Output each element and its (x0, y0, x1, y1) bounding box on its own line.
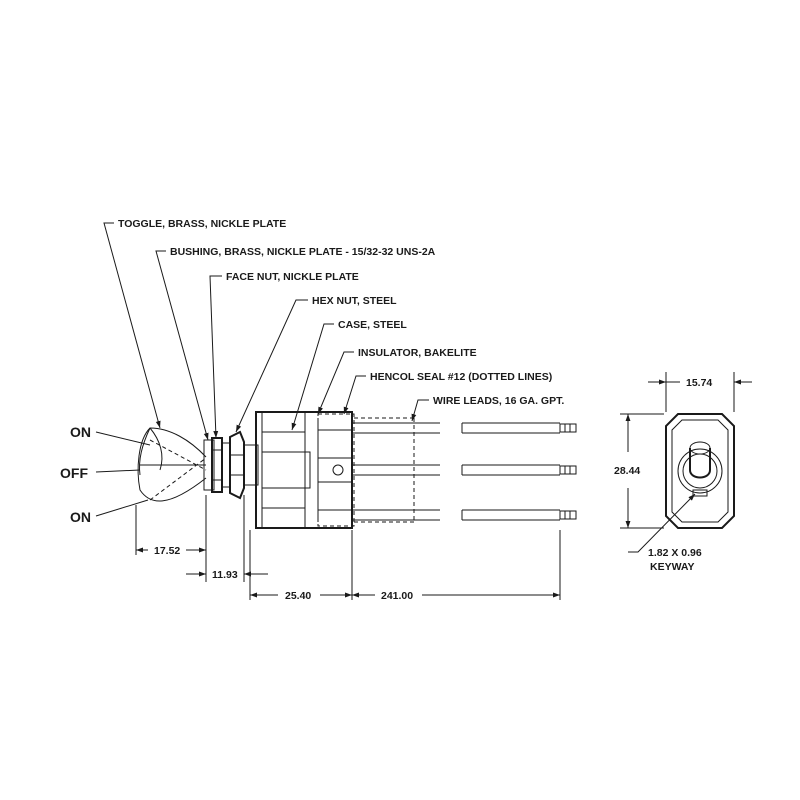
callout-hex-nut: HEX NUT, STEEL (312, 295, 397, 307)
leader-toggle (103, 222, 161, 429)
dimension-lead-length (352, 530, 561, 600)
switch-case (255, 411, 353, 529)
keyway-label: KEYWAY (650, 561, 695, 573)
dimension-bushing-length-value: 11.93 (212, 569, 238, 581)
bushing (203, 437, 223, 493)
wire-lead-middle (352, 464, 577, 476)
dimension-bushing-length (186, 495, 268, 582)
callout-case: CASE, STEEL (338, 319, 407, 331)
hencol-seal (317, 413, 415, 527)
callout-seal: HENCOL SEAL #12 (DOTTED LINES) (370, 371, 552, 383)
dimension-case-length (249, 530, 353, 600)
dimension-case-length-value: 25.40 (285, 590, 311, 602)
dimension-height-value: 28.44 (614, 465, 640, 477)
dimension-width-value: 15.74 (686, 377, 712, 389)
dimension-lead-length-value: 241.00 (381, 590, 413, 602)
dimension-toggle-length-value: 17.52 (154, 545, 180, 557)
insulator (317, 429, 353, 511)
end-view (665, 413, 735, 529)
callout-bushing: BUSHING, BRASS, NICKLE PLATE - 15/32-32 … (170, 246, 436, 258)
callout-toggle: TOGGLE, BRASS, NICKLE PLATE (118, 218, 286, 230)
position-leader-off (95, 469, 141, 473)
dimension-height (620, 413, 664, 529)
callout-insulator: INSULATOR, BAKELITE (358, 347, 477, 359)
wire-lead-top (352, 422, 577, 434)
dimension-toggle-length (135, 495, 207, 582)
position-leader-on-top (95, 431, 151, 446)
position-leader-on-bottom (95, 499, 149, 517)
callout-face-nut: FACE NUT, NICKLE PLATE (226, 271, 359, 283)
position-label-off: OFF (60, 465, 88, 481)
leader-hex-nut (235, 299, 308, 433)
leader-seal (343, 375, 366, 415)
position-label-on-top: ON (70, 424, 91, 440)
toggle-lever (137, 427, 207, 502)
leader-bushing (155, 250, 209, 441)
callout-wire-leads: WIRE LEADS, 16 GA. GPT. (433, 395, 564, 407)
hex-nut (229, 430, 245, 500)
face-nut (221, 442, 231, 488)
leader-keyway (628, 493, 696, 553)
leader-wire-leads (411, 399, 429, 422)
dimension-width (648, 372, 752, 412)
leader-face-nut (209, 275, 222, 439)
leader-insulator (317, 351, 354, 415)
bushing-thread (243, 444, 259, 486)
leader-case (291, 323, 334, 431)
position-label-on-bottom: ON (70, 509, 91, 525)
keyway-size: 1.82 X 0.96 (648, 547, 702, 559)
wire-lead-bottom (352, 509, 577, 521)
